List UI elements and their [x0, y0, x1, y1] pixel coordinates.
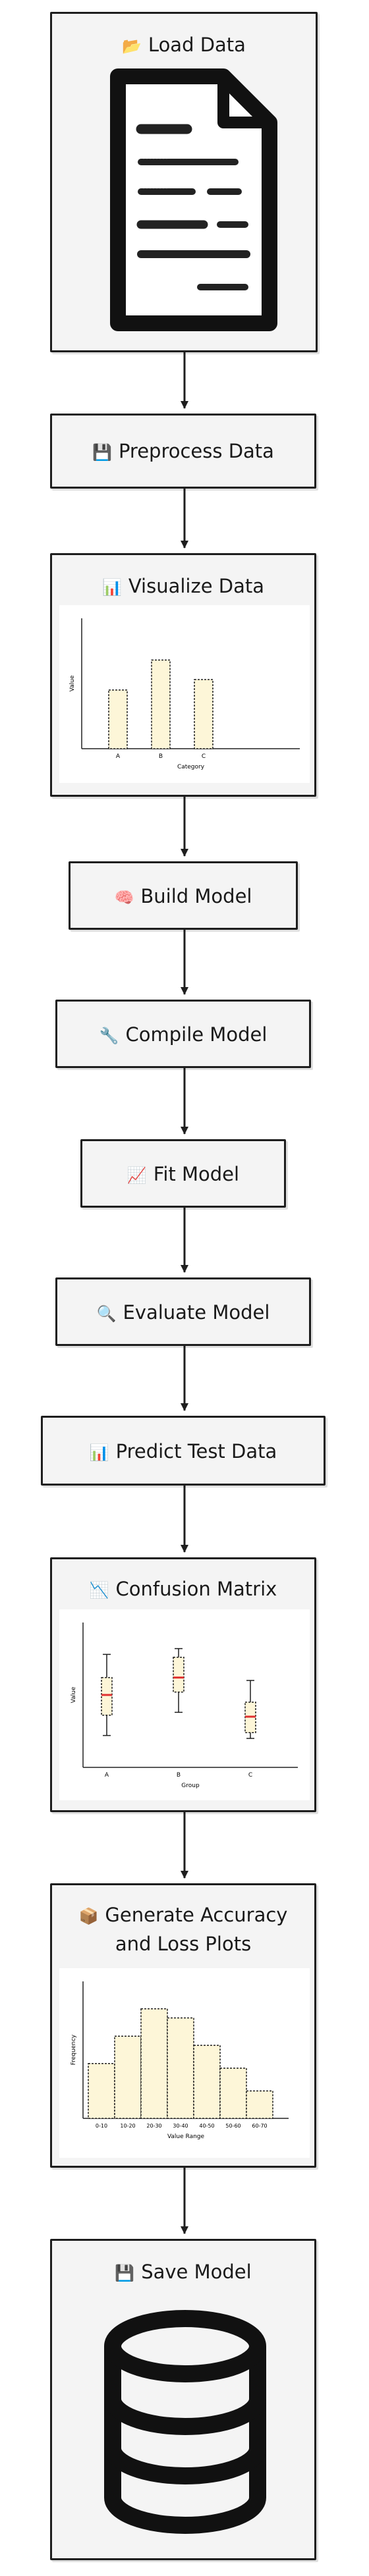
x-tick-label: 10-20 [120, 2123, 135, 2129]
histogram-bar [219, 2067, 247, 2119]
package-icon: 📦 [78, 1907, 99, 1925]
document-lines [136, 124, 250, 290]
floppy-disk-icon: 💾 [115, 2264, 135, 2282]
bar [194, 679, 213, 749]
y-axis-label: Value [71, 1686, 77, 1703]
node-label-line2: and Loss Plots [115, 1933, 252, 1955]
x-tick-label: 0-10 [96, 2123, 107, 2129]
wrench-icon: 🔧 [99, 1027, 119, 1045]
node-label: Visualize Data [128, 575, 265, 597]
histogram-figure: Value Range Frequency 0-10 10-20 20-30 30-40 4… [59, 1968, 310, 2158]
bar [151, 659, 171, 749]
histogram-bar [167, 2017, 194, 2119]
node-predict-test-data[interactable]: 📊 Predict Test Data [41, 1416, 326, 1486]
x-tick-label: 50-60 [225, 2123, 241, 2129]
bar-chart-icon: 📊 [101, 578, 122, 597]
node-label: Generate Accuracy [105, 1904, 288, 1926]
magnifier-icon: 🔍 [96, 1304, 117, 1323]
node-preprocess-data[interactable]: 💾 Preprocess Data [50, 414, 316, 489]
node-fit-model[interactable]: 📈 Fit Model [80, 1139, 286, 1208]
x-tick-label: 30-40 [173, 2123, 188, 2129]
y-axis-label: Frequency [71, 2034, 77, 2065]
histogram-bar [88, 2063, 115, 2119]
node-label: Load Data [148, 34, 246, 56]
node-load-data[interactable]: 📂 Load Data [50, 12, 318, 352]
x-tick-label: A [116, 753, 121, 760]
x-tick-label: 20-30 [146, 2123, 161, 2129]
box [173, 1657, 184, 1693]
node-label: Predict Test Data [115, 1440, 277, 1462]
x-axis-label: Value Range [167, 2133, 205, 2140]
x-tick-label: C [248, 1772, 252, 1779]
histogram-bar [193, 2045, 221, 2119]
bar [108, 689, 128, 749]
node-label: Confusion Matrix [115, 1578, 277, 1600]
node-build-model[interactable]: 🧠 Build Model [69, 861, 298, 930]
histogram: Value Range Frequency 0-10 10-20 20-30 30-40 4… [71, 1981, 289, 2140]
x-tick-label: 60-70 [252, 2123, 267, 2129]
floppy-disk-icon: 💾 [92, 443, 112, 462]
node-label: Fit Model [153, 1163, 240, 1185]
node-generate-plots[interactable]: 📦 Generate Accuracy and Loss Plots Value … [50, 1883, 316, 2168]
histogram-bar [140, 2008, 168, 2119]
node-label: Preprocess Data [118, 440, 274, 462]
node-label: Compile Model [125, 1023, 268, 1046]
x-tick-label: 40-50 [199, 2123, 214, 2129]
node-label: Build Model [140, 885, 252, 907]
chart-decreasing-icon: 📉 [89, 1581, 109, 1599]
node-label: Save Model [141, 2261, 252, 2283]
x-axis-label: Category [177, 764, 205, 770]
document-icon [110, 68, 277, 331]
x-tick-label: B [177, 1772, 181, 1779]
node-save-model[interactable]: 💾 Save Model [50, 2239, 316, 2560]
node-compile-model[interactable]: 🔧 Compile Model [55, 1000, 311, 1068]
folder-icon: 📂 [122, 37, 142, 55]
histogram-bar [246, 2090, 273, 2119]
x-tick-label: C [202, 753, 206, 760]
histogram-bar [114, 2035, 142, 2119]
node-label: Evaluate Model [123, 1301, 270, 1324]
y-axis-label: Value [69, 675, 76, 691]
box [101, 1677, 113, 1716]
database-icon [104, 2310, 266, 2534]
bar-chart-icon: 📊 [89, 1443, 109, 1462]
x-tick-label: A [105, 1772, 109, 1779]
chart-increasing-icon: 📈 [127, 1166, 147, 1185]
x-axis-label: Group [181, 1783, 200, 1789]
brain-icon: 🧠 [114, 888, 134, 907]
node-evaluate-model[interactable]: 🔍 Evaluate Model [55, 1277, 311, 1346]
x-tick-label: B [159, 753, 163, 760]
